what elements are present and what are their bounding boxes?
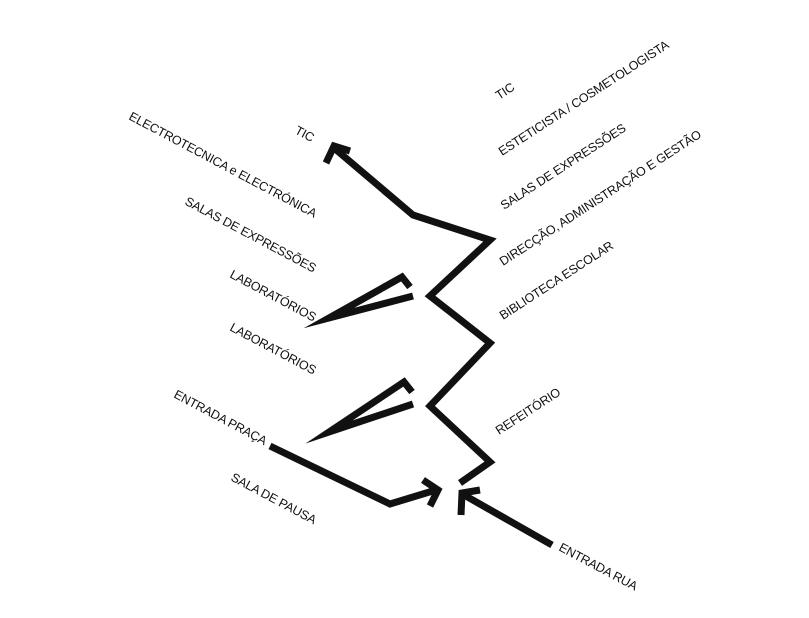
arrow-head-rua-icon	[457, 486, 481, 516]
entrada-praca-path	[268, 442, 438, 508]
label-electrotecnica: ELECTROTECNICA e ELECTRÓNICA	[127, 108, 321, 220]
label-entrada-rua: ENTRADA RUA	[557, 540, 641, 593]
label-laboratorios-2: LABORATÓRIOS	[228, 319, 319, 377]
entrada-rua-path	[462, 491, 554, 549]
label-entrada-praca: ENTRADA PRAÇA	[172, 387, 270, 448]
loop-upper	[303, 272, 414, 329]
circulation-path-main	[331, 145, 497, 486]
label-sala-de-pausa: SALA DE PAUSA	[229, 470, 320, 527]
label-tic-right: TIC	[493, 80, 517, 102]
label-laboratorios-1: LABORATÓRIOS	[228, 266, 319, 324]
label-tic-left: TIC	[293, 123, 317, 145]
label-esteticista: ESTETICISTA / COSMETOLOGISTA	[496, 37, 672, 158]
label-refeitorio: REFEITÓRIO	[492, 384, 563, 437]
loop-lower	[305, 377, 415, 444]
arrow-head-praca-icon	[421, 477, 443, 508]
arrow-head-top-icon	[322, 141, 352, 165]
